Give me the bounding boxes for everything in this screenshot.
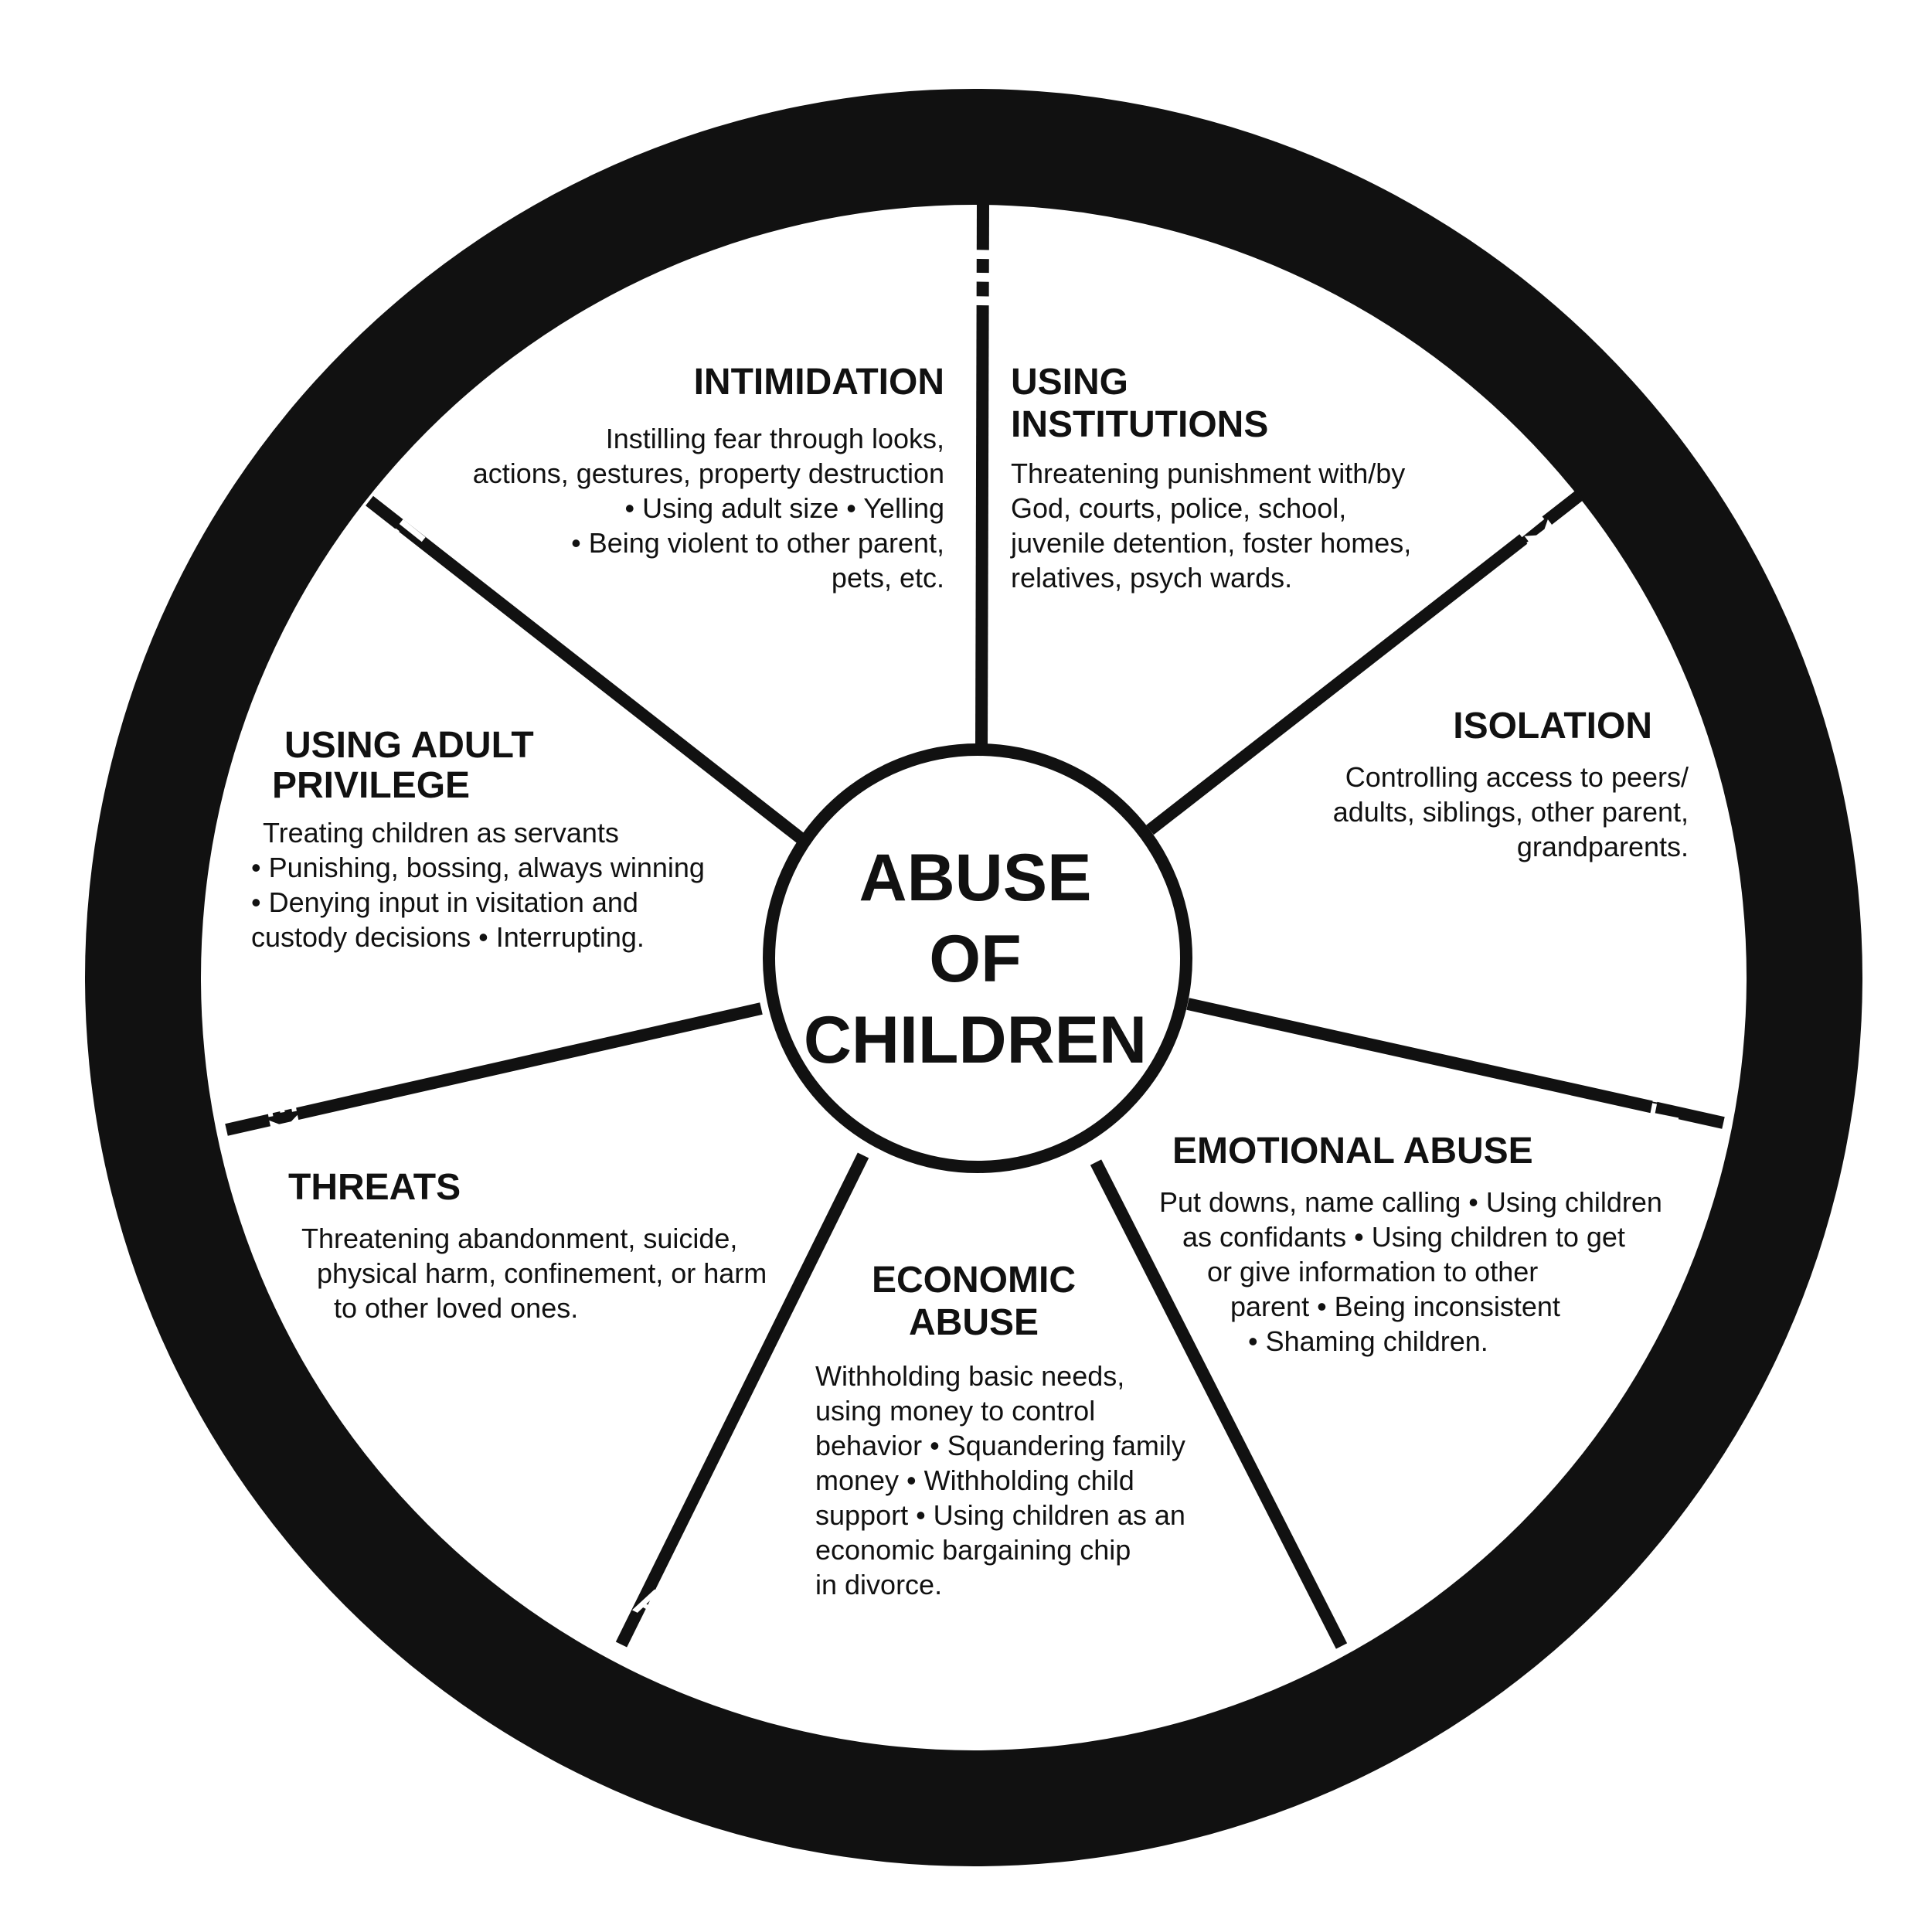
center-line-2: OF xyxy=(929,922,1021,996)
spoke-top xyxy=(975,196,989,754)
economic-title-2: ABUSE xyxy=(909,1302,1039,1343)
segment-emotional-abuse: EMOTIONAL ABUSE Put downs, name calling … xyxy=(1159,1131,1662,1357)
center-line-3: CHILDREN xyxy=(804,1003,1147,1077)
economic-line-3: behavior • Squandering family xyxy=(815,1430,1185,1461)
intimidation-line-5: pets, etc. xyxy=(832,562,944,594)
threats-line-1: Threatening abandonment, suicide, xyxy=(301,1223,737,1254)
institutions-line-4: relatives, psych wards. xyxy=(1011,562,1292,594)
institutions-title-2: INSTITUTIONS xyxy=(1011,404,1268,445)
economic-line-5: support • Using children as an xyxy=(815,1499,1185,1531)
segment-using-adult-privilege: USING ADULT PRIVILEGE Treating children … xyxy=(251,725,705,953)
intimidation-line-1: Instilling fear through looks, xyxy=(606,423,944,454)
spoke-lower-left xyxy=(615,1152,869,1648)
intimidation-line-3: • Using adult size • Yelling xyxy=(625,492,944,524)
emotional-title: EMOTIONAL ABUSE xyxy=(1172,1131,1533,1172)
privilege-line-2: • Punishing, bossing, always winning xyxy=(251,852,705,883)
segment-intimidation: INTIMIDATION Instilling fear through loo… xyxy=(473,362,944,594)
threats-line-3: to other loved ones. xyxy=(334,1292,578,1324)
institutions-title-1: USING xyxy=(1011,362,1128,403)
institutions-line-1: Threatening punishment with/by xyxy=(1011,457,1405,489)
segment-threats: THREATS Threatening abandonment, suicide… xyxy=(288,1167,767,1324)
privilege-line-1: Treating children as servants xyxy=(263,817,619,849)
segment-isolation: ISOLATION Controlling access to peers/ a… xyxy=(1333,706,1689,862)
institutions-line-2: God, courts, police, school, xyxy=(1011,492,1346,524)
isolation-line-2: adults, siblings, other parent, xyxy=(1333,796,1689,828)
spoke-left xyxy=(225,1002,763,1136)
economic-line-6: economic bargaining chip xyxy=(815,1534,1131,1566)
emotional-line-2: as confidants • Using children to get xyxy=(1182,1221,1625,1253)
emotional-line-1: Put downs, name calling • Using children xyxy=(1159,1186,1662,1218)
spoke-upper-right xyxy=(1146,489,1584,835)
economic-line-1: Withholding basic needs, xyxy=(815,1360,1124,1392)
isolation-line-3: grandparents. xyxy=(1517,831,1689,862)
privilege-line-4: custody decisions • Interrupting. xyxy=(251,921,645,953)
isolation-line-1: Controlling access to peers/ xyxy=(1345,761,1689,793)
threats-title: THREATS xyxy=(288,1167,461,1208)
center-line-1: ABUSE xyxy=(859,841,1091,915)
economic-line-4: money • Withholding child xyxy=(815,1464,1134,1496)
privilege-line-3: • Denying input in visitation and xyxy=(251,886,638,918)
segment-using-institutions: USING INSTITUTIONS Threatening punishmen… xyxy=(1010,362,1411,594)
spoke-right xyxy=(1186,998,1725,1129)
spokes xyxy=(225,196,1725,1649)
institutions-line-3: juvenile detention, foster homes, xyxy=(1010,527,1411,559)
isolation-title: ISOLATION xyxy=(1453,706,1652,747)
emotional-line-3: or give information to other xyxy=(1207,1256,1538,1287)
economic-line-7: in divorce. xyxy=(815,1569,942,1600)
privilege-title-2: PRIVILEGE xyxy=(272,765,470,806)
economic-title-1: ECONOMIC xyxy=(872,1260,1076,1301)
intimidation-line-4: • Being violent to other parent, xyxy=(571,527,944,559)
spoke-upper-left xyxy=(366,495,807,845)
intimidation-line-2: actions, gestures, property destruction xyxy=(473,457,944,489)
economic-line-2: using money to control xyxy=(815,1395,1095,1427)
privilege-title-1: USING ADULT xyxy=(284,725,534,766)
center-hub xyxy=(763,743,1192,1173)
segment-economic-abuse: ECONOMIC ABUSE Withholding basic needs, … xyxy=(815,1260,1185,1600)
intimidation-title: INTIMIDATION xyxy=(694,362,944,403)
emotional-line-4: parent • Being inconsistent xyxy=(1230,1291,1560,1322)
threats-line-2: physical harm, confinement, or harm xyxy=(317,1257,767,1289)
spoke-lower-right xyxy=(1090,1159,1348,1649)
emotional-line-5: • Shaming children. xyxy=(1248,1325,1488,1357)
